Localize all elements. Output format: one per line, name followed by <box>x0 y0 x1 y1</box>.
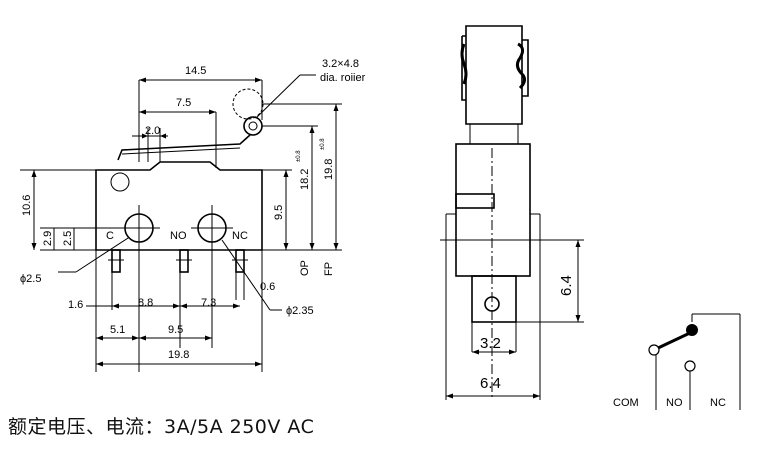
switch-blade <box>657 330 693 350</box>
roller <box>243 116 263 136</box>
switch-schematic: COM NO NC <box>613 313 741 410</box>
schematic-label-nc: NC <box>710 397 726 409</box>
label-fp: FP <box>323 262 335 276</box>
dim-side-6-4-v: 6.4 <box>558 275 575 296</box>
front-view: 14.5 7.5 2.0 3.2×4.8 dia. roiier 10.6 2.… <box>20 58 366 372</box>
dim-10-6: 10.6 <box>21 195 33 216</box>
terminal-no <box>179 249 189 273</box>
dim-roller-sub: dia. roiier <box>320 72 366 84</box>
dim-1-6: 1.6 <box>68 299 83 311</box>
dim-7-5: 7.5 <box>176 97 191 109</box>
dim-19-8-v-tol: ±0.8 <box>320 138 326 150</box>
dim-18-2: 18.2 <box>299 169 311 190</box>
mounting-hole-top <box>110 172 130 192</box>
dim-phi-2-35: ϕ2.35 <box>286 305 314 317</box>
dim-2-5-v: 2.5 <box>62 231 74 246</box>
dim-phi-2-5: ϕ2.5 <box>20 273 41 285</box>
terminal-label-c: C <box>106 230 114 242</box>
nc-contact <box>686 324 698 336</box>
dim-19-8-v: 19.8 <box>323 159 335 180</box>
actuator-lever <box>117 134 251 161</box>
terminal-c <box>111 249 121 273</box>
switch-body-outline <box>95 161 263 251</box>
dim-side-6-4-h: 6.4 <box>480 375 501 392</box>
dim-18-2-tol: ±0.8 <box>296 150 302 162</box>
dim-5-1: 5.1 <box>110 324 125 336</box>
dim-side-3-2: 3.2 <box>480 335 501 352</box>
dim-roller: 3.2×4.8 <box>322 58 359 70</box>
label-op: OP <box>299 260 311 276</box>
side-terminal-hole <box>484 296 500 312</box>
dim-14-5: 14.5 <box>185 65 206 77</box>
terminal-label-no: NO <box>170 230 187 242</box>
com-contact <box>648 344 660 356</box>
no-contact <box>684 360 696 372</box>
side-actuator <box>465 25 523 125</box>
side-body <box>455 143 531 277</box>
dim-9-5-v: 9.5 <box>273 205 285 220</box>
side-view: 6.4 3.2 6.4 <box>440 25 584 400</box>
schematic-label-no: NO <box>666 397 683 409</box>
terminal-nc <box>235 249 245 273</box>
roller-free-position <box>232 88 264 120</box>
terminal-label-nc: NC <box>232 230 248 242</box>
dim-2-9: 2.9 <box>42 231 54 246</box>
dim-2-0: 2.0 <box>145 125 160 137</box>
rating-text: 额定电压、电流：3A/5A 250V AC <box>8 416 315 438</box>
dim-9-5-h: 9.5 <box>168 324 183 336</box>
schematic-label-com: COM <box>613 397 639 409</box>
dim-7-3: 7.3 <box>201 297 216 309</box>
side-terminal <box>471 275 517 323</box>
dim-19-8-h: 19.8 <box>168 349 189 361</box>
dim-8-8: 8.8 <box>138 297 153 309</box>
dim-0-6: 0.6 <box>260 281 275 293</box>
